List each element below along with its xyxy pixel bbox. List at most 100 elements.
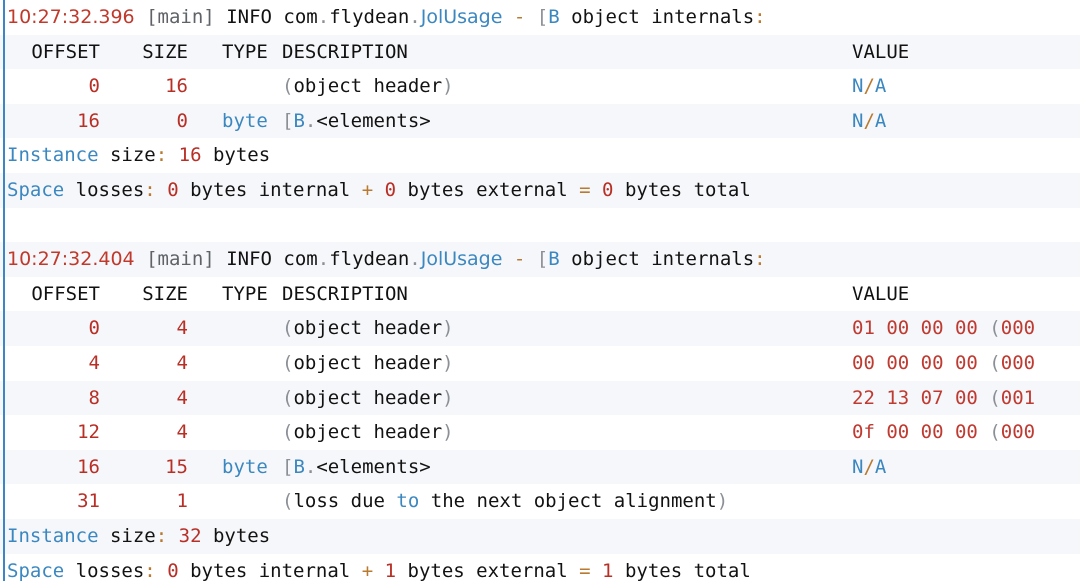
spacer [350, 560, 361, 581]
field-description: (object header) [282, 346, 454, 381]
field-description: (object header) [282, 381, 454, 416]
spacer [202, 525, 213, 547]
spacer [202, 144, 213, 166]
spacer [978, 421, 989, 443]
hex-bytes: 22 13 07 00 [852, 386, 978, 409]
column-header-offset: OFFSET [31, 282, 100, 305]
open-paren: ( [282, 386, 294, 409]
field-size: 4 [176, 421, 188, 444]
close-paren: ) [442, 386, 454, 409]
open-paren: ( [282, 490, 294, 513]
instance-size-line: Instance size: 16 bytes [0, 138, 1080, 173]
field-offset: 16 [77, 109, 100, 132]
field-size: 4 [176, 386, 188, 409]
logger-class-name: JolUsage [420, 248, 503, 271]
log-level: INFO [226, 248, 272, 271]
internal-loss-value: 0 [167, 559, 179, 581]
instance-keyword: Instance [7, 144, 99, 167]
column-header-size: SIZE [142, 282, 188, 305]
colon: : [155, 524, 168, 547]
spacer [525, 6, 536, 28]
open-bracket: [ [536, 6, 549, 28]
logger-package-root: com [283, 248, 318, 271]
external-loss-unit: bytes external [407, 178, 568, 201]
open-paren: ( [282, 75, 294, 98]
space-keyword: Space [7, 178, 65, 201]
spacer [978, 387, 989, 409]
dot-separator: . [409, 6, 421, 28]
spacer [502, 6, 513, 28]
spacer [373, 179, 384, 201]
field-description: (object header) [282, 415, 454, 450]
spacer [525, 248, 536, 270]
total-loss-value: 0 [602, 178, 614, 201]
hex-binary: 000 [1000, 421, 1036, 444]
log-thread: [main] [146, 6, 215, 28]
field-description: (object header) [282, 69, 454, 104]
dash-separator: - [513, 248, 526, 271]
field-offset: 16 [77, 455, 100, 478]
spacer [156, 560, 167, 581]
open-paren: ( [989, 351, 1001, 374]
dot-separator: . [304, 109, 317, 132]
open-paren: ( [989, 317, 1001, 340]
field-description-text: object header [293, 75, 443, 98]
spacer [350, 179, 361, 201]
field-description-text: the next object alignment [430, 490, 717, 513]
field-size: 1 [176, 490, 188, 513]
field-description-text: loss due [293, 490, 385, 513]
field-value: 01 00 00 00 (000 [852, 311, 1035, 346]
spacer [978, 352, 989, 374]
spacer [272, 6, 283, 28]
external-loss-value: 1 [384, 559, 397, 581]
na-n: N [852, 455, 864, 478]
dot-separator: . [304, 455, 317, 478]
header-subject: object internals [559, 248, 755, 271]
na-slash: / [863, 455, 875, 478]
space-losses-line: Space losses: 0 bytes internal + 0 bytes… [0, 172, 1080, 208]
open-bracket: [ [536, 248, 549, 271]
spacer [978, 317, 989, 339]
spacer [568, 179, 579, 201]
keyword-to: to [396, 490, 420, 513]
logger-class-name: JolUsage [420, 6, 503, 28]
array-type-letter: B [548, 248, 560, 271]
field-offset: 0 [88, 75, 100, 98]
na-slash: / [863, 109, 875, 132]
hex-binary: 000 [1000, 351, 1036, 374]
open-bracket: [ [282, 455, 294, 478]
log-header-line: 10:27:32.404 [main] INFO com.flydean.Jol… [0, 242, 1080, 277]
logger-package-leaf: flydean [329, 248, 410, 271]
na-n: N [852, 75, 864, 98]
trailing-colon: : [754, 6, 766, 28]
internal-loss-unit: bytes internal [190, 559, 351, 581]
equals-operator: = [579, 178, 591, 201]
instance-size-value: 16 [178, 144, 202, 167]
field-value: 00 00 00 00 (000 [852, 346, 1035, 381]
field-description-text: object header [293, 421, 443, 444]
spacer [167, 144, 178, 166]
field-description-text: <elements> [316, 455, 431, 478]
column-header-size: SIZE [142, 40, 188, 63]
hex-bytes: 00 00 00 00 [852, 351, 978, 374]
hex-bytes: 0f 00 00 00 [852, 421, 978, 444]
spacer [568, 560, 579, 581]
field-description-text: object header [293, 317, 443, 340]
spacer [419, 490, 430, 512]
na-slash: / [863, 75, 875, 98]
blank-separator-row [0, 207, 1080, 243]
dot-separator: . [317, 6, 330, 28]
spacer [502, 248, 513, 270]
spacer [156, 179, 167, 201]
space-losses-label: losses [64, 559, 145, 581]
field-type: byte [222, 455, 268, 478]
column-header-value: VALUE [852, 282, 910, 305]
